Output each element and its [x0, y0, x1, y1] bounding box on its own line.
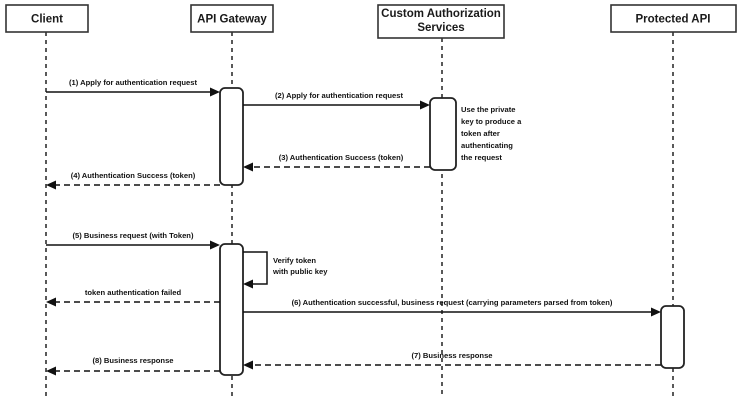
participant-box-client: [5, 4, 89, 33]
participant-box-protected-api: [610, 4, 737, 33]
message-1-arrowhead: [210, 87, 220, 97]
participant-box-custom-auth: [377, 4, 505, 39]
message-7[interactable]: (7) Business response: [243, 351, 661, 370]
participant-custom-auth[interactable]: Custom Authorization Services: [377, 4, 505, 39]
note-private-key-line-2: key to produce a: [461, 117, 522, 126]
message-token-auth-failed-label: token authentication failed: [85, 288, 182, 297]
activation-protected-api: [660, 305, 685, 369]
activation-api-gateway-business: [219, 243, 244, 376]
message-3[interactable]: (3) Authentication Success (token): [243, 153, 430, 172]
participant-box-api-gateway: [190, 4, 274, 33]
message-8-arrowhead: [46, 366, 56, 376]
note-private-key: Use the private key to produce a token a…: [461, 105, 522, 162]
message-self-verify-token-label-line1: Verify token: [273, 256, 316, 265]
message-3-arrowhead: [243, 162, 253, 172]
message-6-arrowhead: [651, 307, 661, 317]
message-self-verify-token-label-line2: with public key: [272, 267, 328, 276]
message-4[interactable]: (4) Authentication Success (token): [46, 171, 220, 190]
message-5-label: (5) Business request (with Token): [73, 231, 194, 240]
message-6[interactable]: (6) Authentication successful, business …: [243, 298, 661, 317]
message-8[interactable]: (8) Business response: [46, 356, 220, 376]
message-4-arrowhead: [46, 180, 56, 190]
message-self-verify-token-line: [243, 251, 268, 285]
participant-label-custom-auth-line1: Custom Authorization: [381, 8, 501, 20]
message-self-verify-token-arrowhead: [243, 279, 253, 289]
participant-label-custom-auth-line2: Services: [417, 22, 464, 34]
message-5-arrowhead: [210, 240, 220, 250]
message-2-arrowhead: [420, 100, 430, 110]
message-1[interactable]: (1) Apply for authentication request: [46, 78, 220, 97]
message-7-label: (7) Business response: [411, 351, 492, 360]
participant-label-protected-api: Protected API: [636, 14, 711, 26]
note-private-key-line-5: the request: [461, 153, 502, 162]
note-private-key-line-1: Use the private: [461, 105, 515, 114]
message-token-auth-failed-arrowhead: [46, 297, 56, 307]
message-6-label: (6) Authentication successful, business …: [292, 298, 613, 307]
participant-protected-api[interactable]: Protected API: [610, 4, 737, 33]
message-4-label: (4) Authentication Success (token): [71, 171, 196, 180]
message-3-label: (3) Authentication Success (token): [279, 153, 404, 162]
activation-api-gateway-auth: [219, 87, 244, 186]
message-8-label: (8) Business response: [92, 356, 173, 365]
message-token-auth-failed[interactable]: token authentication failed: [46, 288, 220, 307]
message-2-label: (2) Apply for authentication request: [275, 91, 403, 100]
message-7-arrowhead: [243, 360, 253, 370]
message-self-verify-token[interactable]: Verify token with public key: [243, 251, 328, 289]
message-1-label: (1) Apply for authentication request: [69, 78, 197, 87]
message-2[interactable]: (2) Apply for authentication request: [243, 91, 430, 110]
participant-client[interactable]: Client: [5, 4, 89, 33]
message-5[interactable]: (5) Business request (with Token): [46, 231, 220, 250]
note-private-key-line-4: authenticating: [461, 141, 513, 150]
participant-api-gateway[interactable]: API Gateway: [190, 4, 274, 33]
participant-label-client: Client: [31, 14, 63, 26]
activation-custom-auth: [429, 97, 457, 171]
participant-label-api-gateway: API Gateway: [197, 14, 267, 26]
note-private-key-line-3: token after: [461, 129, 500, 138]
